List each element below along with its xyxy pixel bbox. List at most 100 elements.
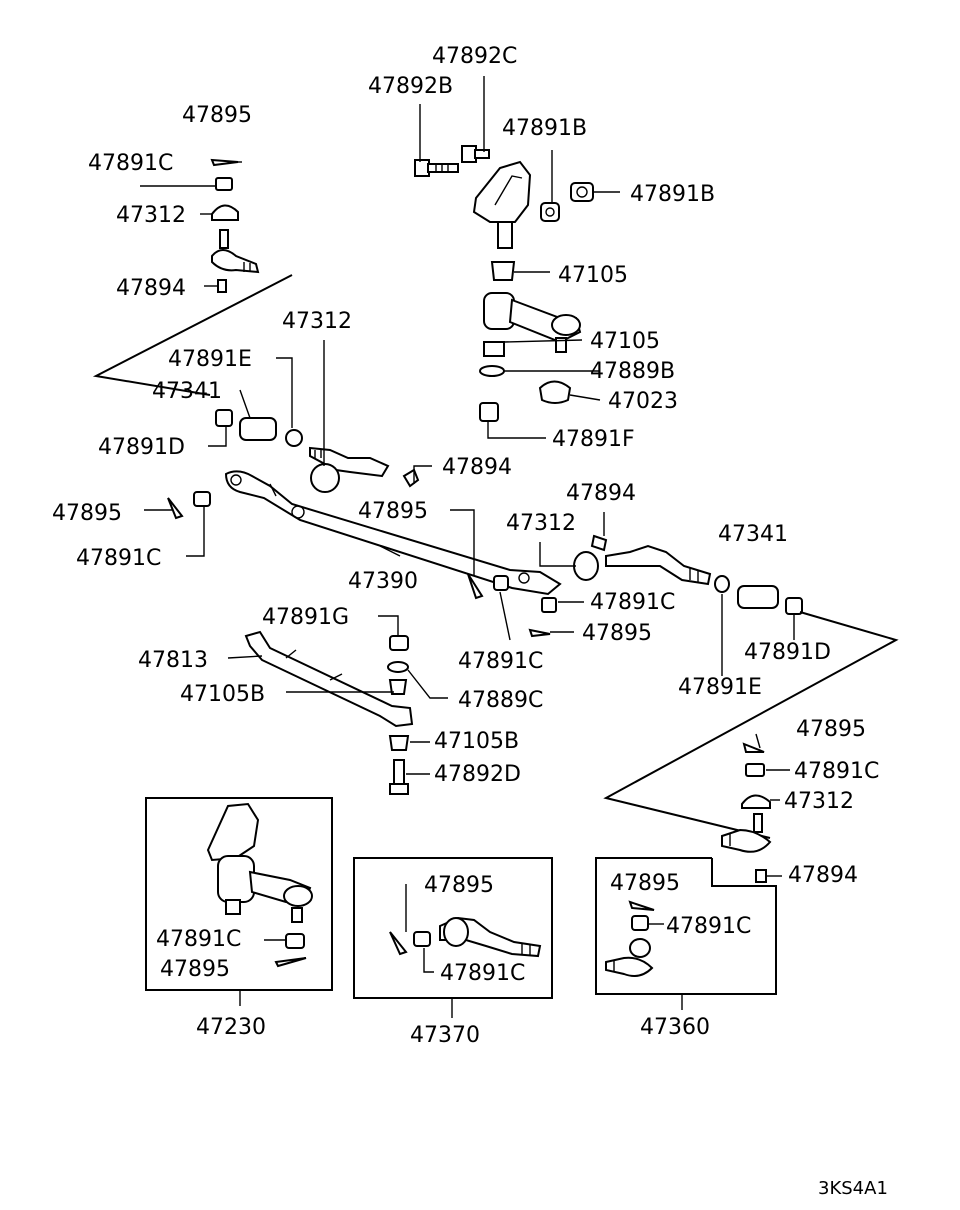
cotter-pin-47895-f [274,957,307,968]
label-47891d-a: 47891D [98,435,185,460]
label-47341-b: 47341 [718,522,788,547]
label-47105b-a: 47105B [180,682,265,707]
label-47891c-h: 47891C [666,914,751,939]
label-47891f: 47891F [552,427,635,452]
grease-fitting-47894-b [402,468,420,488]
label-47230: 47230 [196,1015,266,1040]
label-47891e-b: 47891E [678,675,762,700]
assembly-box-47370 [353,857,553,999]
cotter-pin-47895-e [742,742,765,753]
nut-47891c-b [193,491,211,507]
cotter-pin-47895-g [389,931,408,956]
washer-47889b [479,365,505,377]
leader-lines [140,76,795,1018]
part-number-labels: 47892C 47892B 47891B 47891B 47895 47891C… [52,44,888,1199]
tie-rod-end-upper-left [211,229,260,274]
idler-arm-assembly-47230 [206,802,313,923]
label-47891c-e: 47891C [794,759,879,784]
label-47895-f: 47895 [160,957,230,982]
label-47895-d: 47895 [582,621,652,646]
label-47891e-a: 47891E [168,347,252,372]
left-tie-rod-end-group [92,158,293,396]
label-47360: 47360 [640,1015,710,1040]
label-47105-a: 47105 [558,263,628,288]
nut-47891c-e [745,763,765,777]
bushing-47105b-a [388,679,408,695]
label-47894-b: 47894 [442,455,512,480]
nut-47891b-left [540,202,560,222]
washer-47889c [387,661,409,673]
grease-fitting-47894-d [755,869,767,883]
label-47105-b: 47105 [590,329,660,354]
nut-47891g [389,635,409,651]
bushing-47105-upper [490,261,516,281]
label-47894-d: 47894 [788,863,858,888]
cotter-pin-47895-h [628,900,655,911]
grease-fitting-47894-c [590,534,608,552]
label-47891c-c: 47891C [590,590,675,615]
left-sleeve-group [215,409,420,493]
nut-47891c-h [631,915,649,931]
relay-rod-47813 [244,630,414,728]
nut-47891c-a [215,177,233,191]
nut-47891d-a [215,409,233,427]
label-47891g: 47891G [262,605,349,630]
label-47891c-g: 47891C [440,961,525,986]
clamp-47891e-a [285,429,303,447]
label-47023: 47023 [608,389,678,414]
label-47895-h: 47895 [610,871,680,896]
assembly-box-47230 [145,797,333,991]
label-47891b-right: 47891B [630,182,715,207]
label-47370: 47370 [410,1023,480,1048]
bolt-47892d [389,759,409,795]
label-47889b: 47889B [590,359,675,384]
center-link-47390 [224,470,562,596]
label-47312-a: 47312 [116,203,186,228]
label-47312-d: 47312 [784,789,854,814]
label-47341-a: 47341 [152,379,222,404]
tie-rod-end-lower-right [721,813,772,853]
label-47390: 47390 [348,569,418,594]
dust-boot-47023 [538,380,572,404]
tie-rod-end-47312-b [309,446,390,493]
cotter-pin-47895-a [210,158,239,167]
nut-47891f [479,402,499,422]
label-47895-e: 47895 [796,717,866,742]
tie-rod-end-assembly-47360 [605,938,654,977]
cotter-pin-47895-c [467,573,484,600]
label-47892c: 47892C [432,44,517,69]
label-47891c-f: 47891C [156,927,241,952]
tie-rod-end-assembly-47370 [439,916,542,958]
boot-47312-a [211,204,239,221]
label-47813: 47813 [138,648,208,673]
cotter-pin-47895-b [167,497,184,520]
nut-47891c-f [285,933,305,949]
label-47895-b: 47895 [52,501,122,526]
sleeve-47341-b [737,585,779,609]
label-47895-g: 47895 [424,873,494,898]
label-47891c-d: 47891C [458,649,543,674]
bolt-47892b [414,159,459,177]
label-47312-b: 47312 [282,309,352,334]
idler-bracket-group [414,145,594,422]
label-47892b: 47892B [368,74,453,99]
label-47891c-b: 47891C [76,546,161,571]
label-47892d: 47892D [434,762,521,787]
label-47894-a: 47894 [116,276,186,301]
label-47889c: 47889C [458,688,543,713]
label-47105b-b: 47105B [434,729,519,754]
sleeve-47341-a [239,417,277,441]
nut-47891c-d [541,597,557,613]
clamp-47891e-b [714,575,730,593]
bushing-47105-lower [483,341,505,357]
label-47891d-b: 47891D [744,640,831,665]
label-47891b-top: 47891B [502,116,587,141]
assembly-box-47360 [595,857,777,995]
boot-47312-c [573,551,599,581]
nut-47891c-c [493,575,509,591]
label-47894-c: 47894 [566,481,636,506]
boot-47312-d [741,794,771,809]
label-47312-c: 47312 [506,511,576,536]
